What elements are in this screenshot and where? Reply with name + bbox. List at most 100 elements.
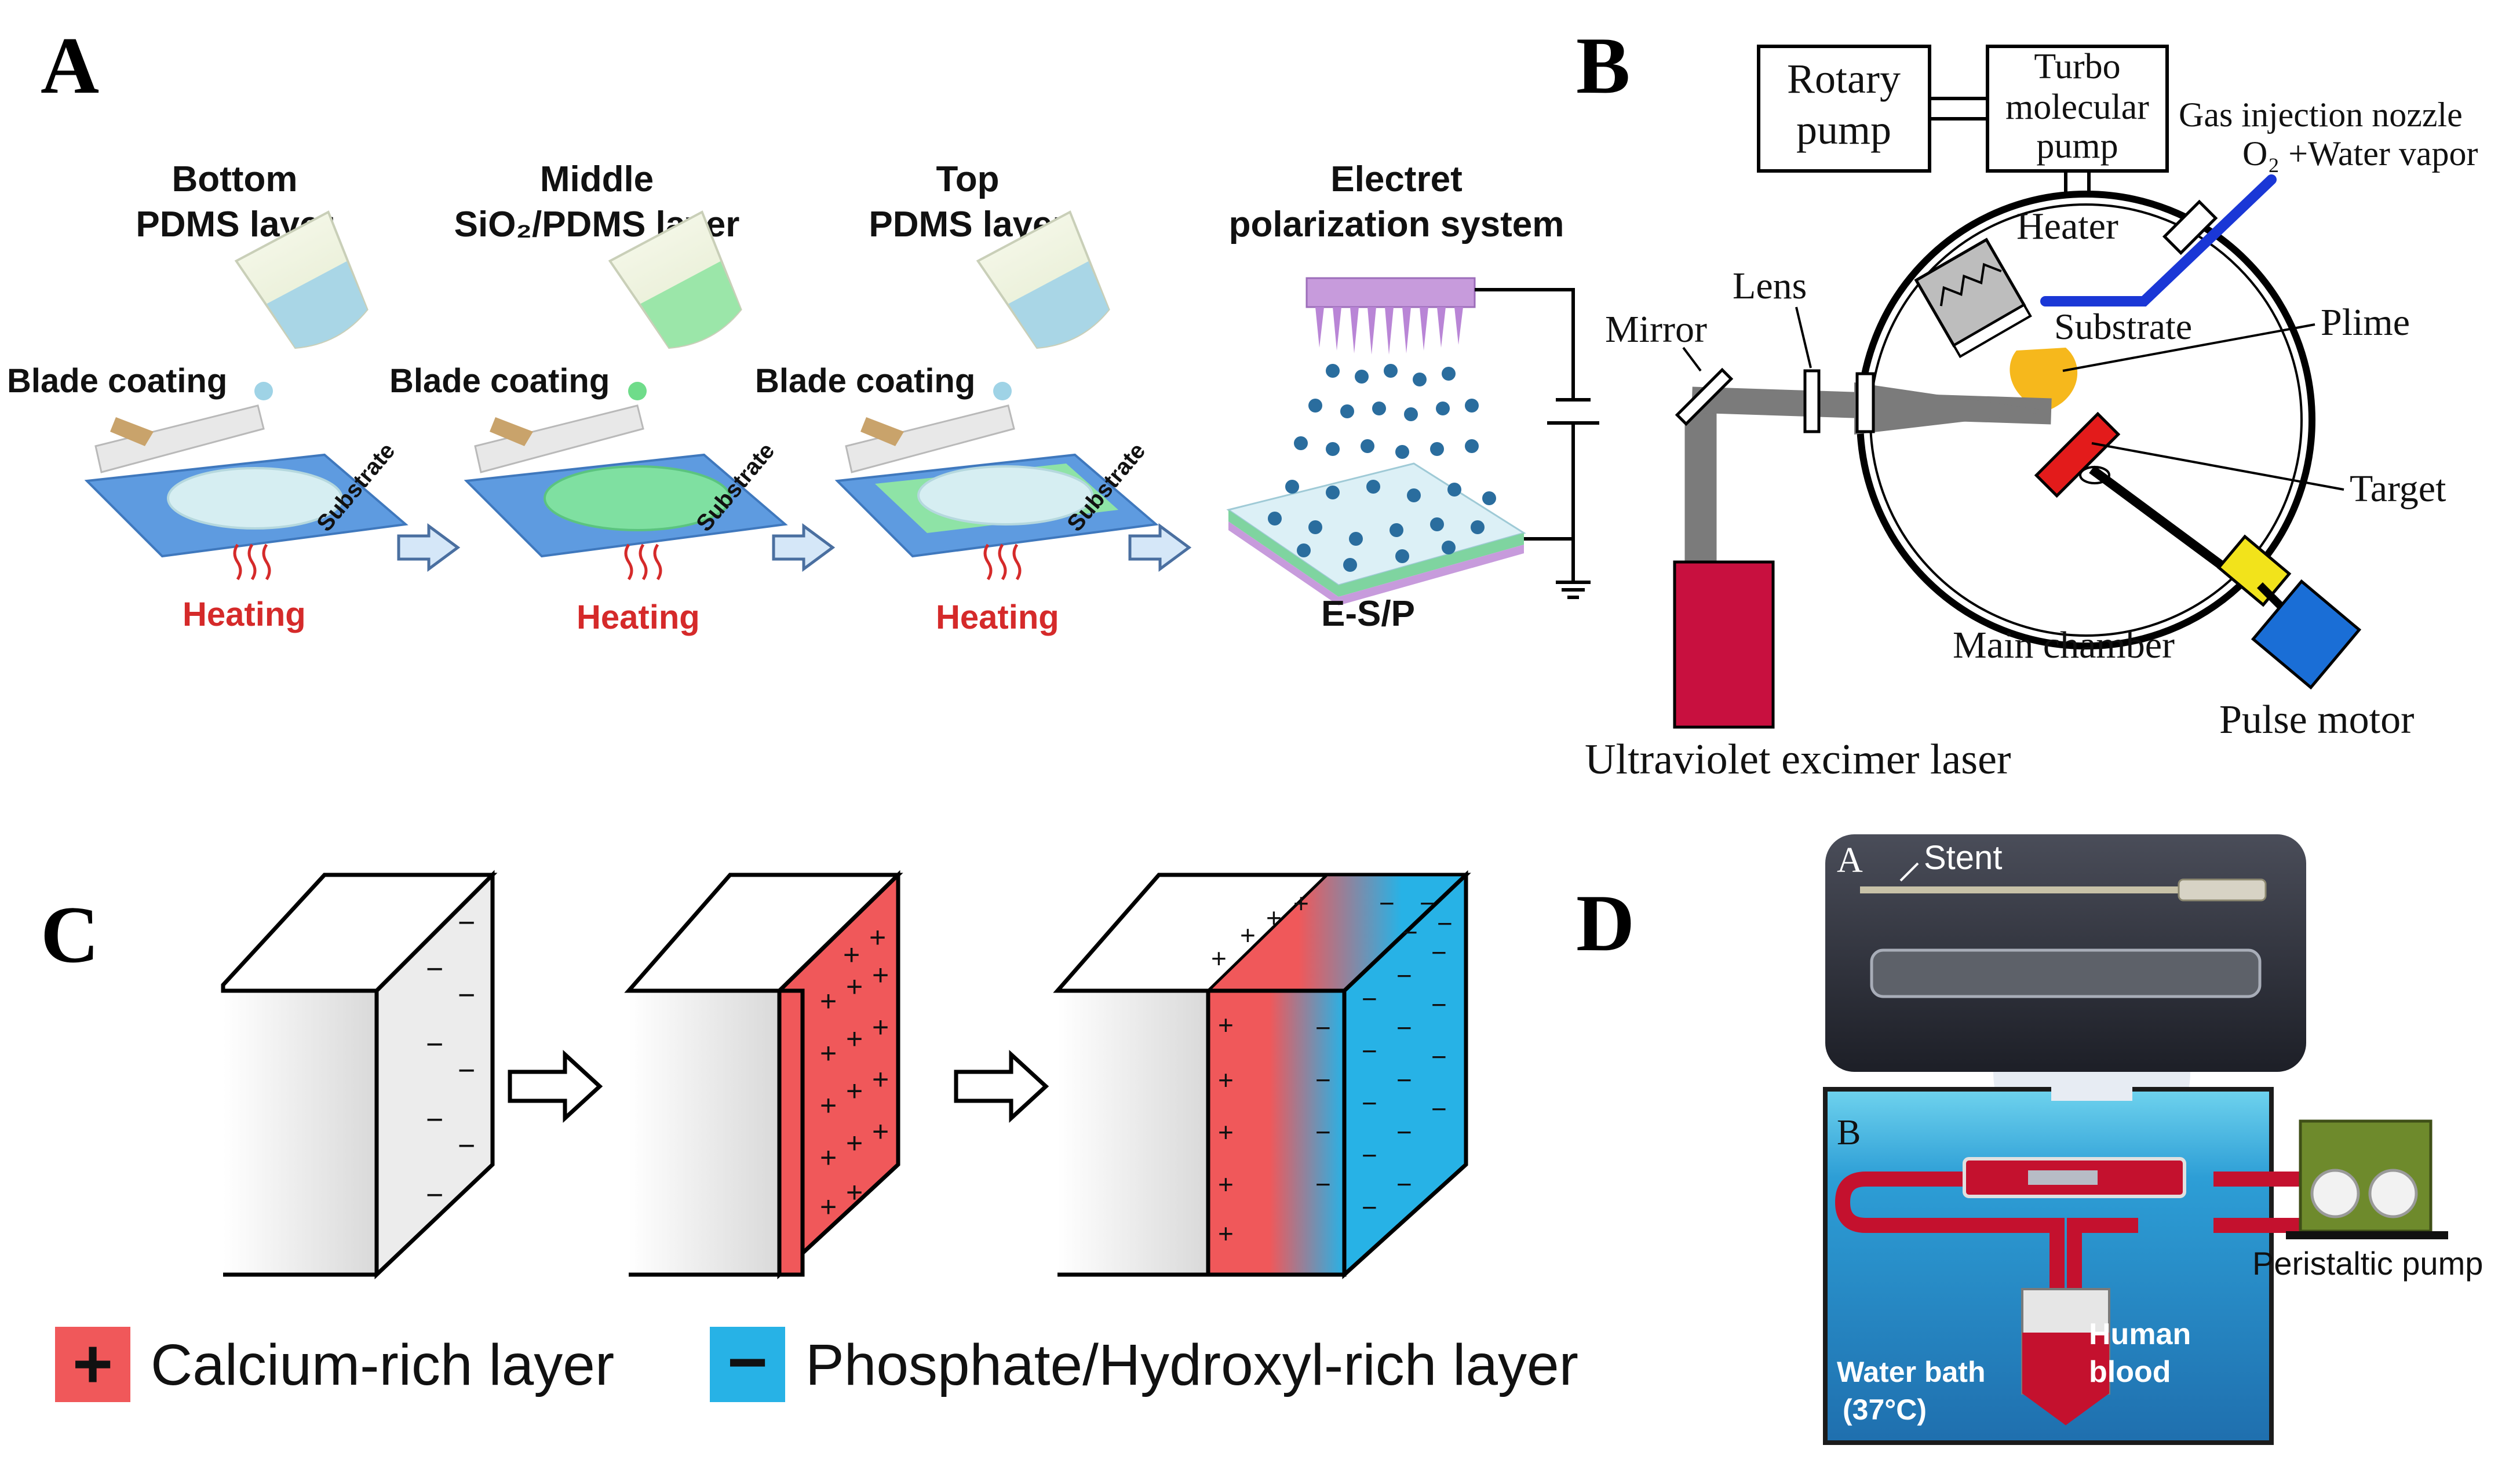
svg-text:+: + [1218, 1065, 1234, 1095]
inset-b-label: B [1837, 1113, 1861, 1152]
mirror-pointer [1682, 346, 1702, 372]
turbo-pump-label-line2: molecular [2005, 87, 2149, 127]
svg-text:−: − [1362, 984, 1377, 1014]
svg-text:−: − [1396, 1065, 1412, 1095]
svg-text:−: − [1402, 917, 1418, 947]
rotary-pump-label-line1: Rotary [1787, 56, 1901, 102]
svg-text:−: − [458, 1129, 475, 1163]
svg-text:−: − [1362, 1088, 1377, 1118]
coating-step-2: Substrate Heating [464, 210, 788, 636]
step4-title-line2: polarization system [1229, 205, 1564, 244]
chamber-window [1855, 372, 1875, 433]
svg-text:+: + [846, 1127, 863, 1159]
lens-pointer [1795, 306, 1812, 368]
panel-b-letter: B [1576, 21, 1630, 111]
droplet-icon [993, 382, 1012, 400]
plume-pointer [2062, 323, 2315, 372]
svg-text:−: − [458, 979, 475, 1012]
panel-d: D A Stent B Human blood Water bath (37°C… [1576, 834, 2483, 1445]
calcium-layer-edge [777, 988, 805, 1277]
svg-text:+: + [846, 970, 863, 1003]
negative-charges: −−−− −−−− −−− −−− −−− −−− −− [1315, 888, 1453, 1222]
lens-icon [1803, 369, 1821, 433]
electret-film-edge [1228, 510, 1339, 597]
svg-text:−: − [1396, 961, 1412, 991]
coating-direction-arrow [490, 417, 533, 446]
negative-charges: −−− −−− −− [426, 906, 475, 1212]
svg-text:−: − [1379, 888, 1395, 918]
peristaltic-pump-icon [2286, 1119, 2448, 1239]
turbo-pump-label-line1: Turbo [2034, 47, 2120, 86]
step1-title-line1: Bottom [172, 159, 298, 199]
pulse-motor-icon [2216, 534, 2362, 690]
arrow-right-icon [772, 523, 836, 572]
heating-label: Heating [577, 599, 700, 636]
svg-text:+: + [872, 1115, 889, 1148]
svg-text:+: + [846, 1176, 863, 1209]
blood-fill [2022, 1333, 2109, 1425]
electret-film-edge [1339, 533, 1524, 597]
pump-label: Peristaltic pump [2252, 1245, 2483, 1282]
target-label: Target [2350, 468, 2446, 510]
zoom-connector-mouth [2051, 1083, 2132, 1101]
arrow-right-icon [397, 523, 461, 572]
bath-label-line1: Water bath [1837, 1356, 1986, 1388]
legend: + Calcium-rich layer − Phosphate/Hydroxy… [55, 1323, 1578, 1403]
ions [1268, 364, 1496, 572]
svg-text:−: − [1431, 990, 1447, 1020]
coating-film [917, 465, 1093, 526]
svg-text:+: + [869, 921, 886, 954]
svg-text:+: + [820, 1141, 837, 1174]
process-arrows [397, 523, 1192, 572]
gas-mix-label: O₂ +Water vapor [2242, 134, 2478, 173]
block-front [1057, 991, 1208, 1275]
svg-text:−: − [1315, 1169, 1331, 1199]
svg-text:−: − [1362, 1036, 1377, 1066]
target-icon [2034, 411, 2121, 498]
pump-connector [1930, 97, 1987, 121]
svg-text:−: − [1362, 1140, 1377, 1170]
pulse-motor-label: Pulse motor [2219, 698, 2414, 742]
block-front [223, 991, 377, 1275]
blade-coating-label-1: Blade coating [7, 362, 227, 400]
heat-icon [233, 543, 271, 581]
coating-direction-arrow [110, 417, 154, 446]
laser-source [1673, 560, 1775, 729]
coating-direction-arrow [860, 417, 904, 446]
svg-text:+: + [1293, 888, 1309, 918]
arrow-right-icon [954, 1050, 1049, 1123]
main-chamber-label: Main chamber [1953, 624, 2175, 666]
gas-nozzle [2040, 174, 2277, 306]
surface-block-2: ++ +++ +++ +++ +++ ++ [624, 870, 903, 1280]
svg-text:+: + [1218, 1117, 1234, 1147]
svg-text:−: − [1315, 1117, 1331, 1147]
surface-block-1: −−− −−− −− [221, 870, 498, 1280]
heater-icon [1914, 238, 2032, 359]
svg-text:+: + [1218, 1010, 1234, 1040]
coating-step-1: Substrate Heating [84, 210, 409, 633]
substrate-label-b: Substrate [2054, 306, 2192, 347]
mirror-label: Mirror [1605, 308, 1707, 351]
laser-label: Ultraviolet excimer laser [1585, 736, 2011, 783]
legend-phosphate-swatch [710, 1327, 785, 1402]
rotary-pump-box [1757, 45, 1931, 173]
gas-nozzle-label: Gas injection nozzle [2179, 96, 2463, 134]
svg-text:+: + [1266, 903, 1282, 933]
laser-beam-focus [1854, 382, 2051, 435]
bottom-electrode [1339, 545, 1524, 605]
stent-label: Stent [1924, 839, 2002, 877]
positive-charges: ++++ +++++ [1211, 888, 1309, 1249]
beaker-icon [608, 210, 742, 349]
glass-tube [1870, 948, 2262, 998]
svg-text:+: + [1211, 943, 1227, 973]
stent-pointer [1899, 862, 1919, 882]
beaker-icon [976, 210, 1110, 349]
svg-text:−: − [1396, 1117, 1412, 1147]
svg-text:−: − [1396, 1013, 1412, 1043]
svg-text:+: + [1218, 1169, 1234, 1199]
blade-coating-label-2: Blade coating [389, 362, 610, 400]
product-label: E-S/P [1321, 594, 1415, 634]
svg-text:+: + [846, 1023, 863, 1055]
svg-text:+: + [872, 1011, 889, 1043]
